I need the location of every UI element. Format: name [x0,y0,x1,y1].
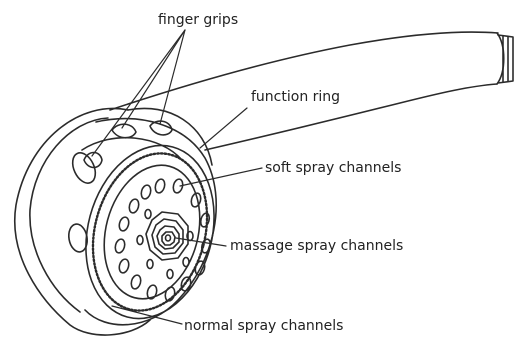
label-normal-spray-channels: normal spray channels [184,318,343,334]
leader-finger-grips-3 [92,30,185,156]
hose-connector [498,35,513,83]
label-soft-spray-channels: soft spray channels [265,160,401,176]
label-function-ring: function ring [251,89,340,105]
label-finger-grips: finger grips [158,12,238,28]
label-massage-spray-channels: massage spray channels [230,238,403,254]
leader-finger-grips-1 [122,30,185,128]
leader-finger-grips-2 [160,30,185,124]
massage-spray-channels [146,212,188,260]
